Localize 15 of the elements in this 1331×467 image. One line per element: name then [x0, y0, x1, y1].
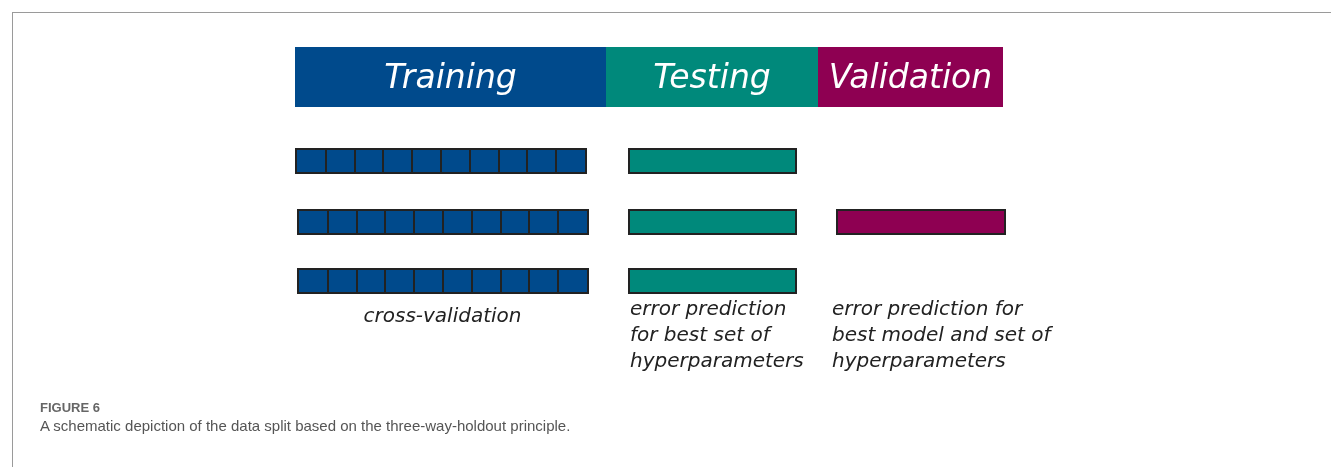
figure-label: FIGURE 6 — [40, 399, 100, 417]
bar — [628, 268, 797, 294]
segmented-bar — [295, 148, 587, 174]
header-bar: Training — [295, 47, 606, 107]
annotation-text: error prediction for best model and set of hyperparameters — [832, 295, 1054, 373]
segmented-bar — [297, 268, 589, 294]
segmented-bar — [297, 209, 589, 235]
bar — [836, 209, 1006, 235]
header-bar: Testing — [606, 47, 818, 107]
bar — [628, 148, 797, 174]
figure-caption: A schematic depiction of the data split based on the three-way-holdout principle. — [40, 416, 571, 436]
bar — [628, 209, 797, 235]
header-bar: Validation — [818, 47, 1003, 107]
annotation-text: error prediction for best set of hyperparameters — [630, 295, 805, 373]
annotation-text: cross-validation — [362, 302, 523, 328]
